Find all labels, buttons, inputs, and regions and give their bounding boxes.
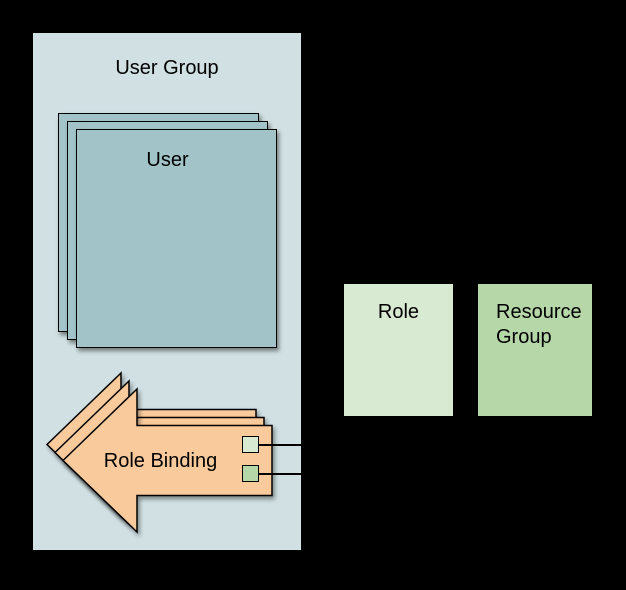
user-label: User: [146, 149, 189, 171]
resource-group-box: [478, 284, 592, 416]
user-group-label: User Group: [115, 57, 219, 79]
resource-group-connector-line: [259, 473, 303, 475]
role-ref-square: [242, 436, 259, 453]
resource-group-label: Resource Group: [496, 301, 582, 348]
user-card-front: [76, 129, 277, 348]
role-connector-line: [259, 444, 303, 446]
resource-group-ref-square: [242, 465, 259, 482]
role-label: Role: [377, 301, 420, 323]
role-binding-arrow-front: [61, 387, 273, 534]
role-box: [344, 284, 453, 416]
role-binding-label: Role Binding: [103, 450, 218, 472]
